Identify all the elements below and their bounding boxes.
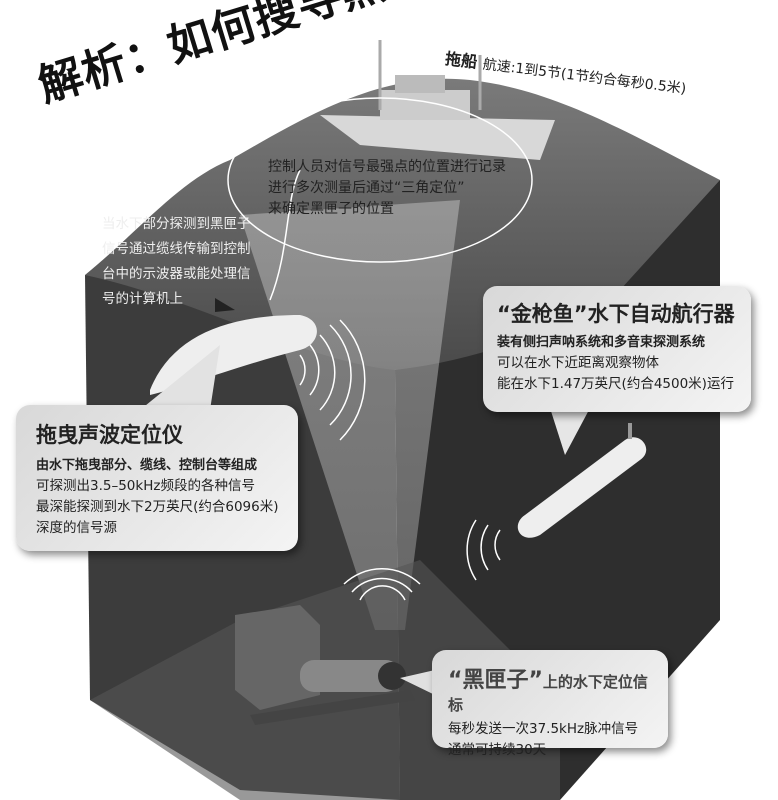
tugboat — [320, 40, 555, 160]
bluefin-callout: “金枪鱼”水下自动航行器 装有侧扫声呐系统和多音束探测系统 可以在水下近距离观察… — [483, 286, 751, 412]
triangulation-ellipse — [227, 97, 533, 263]
triangulation-note: 控制人员对信号最强点的位置进行记录 进行多次测量后通过“三角定位” 来确定黑匣子… — [268, 157, 506, 220]
blackbox-callout-tail — [400, 670, 435, 695]
ship-name: 拖船 — [444, 48, 479, 72]
note-line: 信号通过缆线传输到控制 — [102, 241, 251, 257]
tuna-callout-tail — [550, 408, 590, 455]
callout-title: 拖曳声波定位仪 — [36, 423, 183, 447]
note-line: 控制人员对信号最强点的位置进行记录 — [268, 159, 506, 175]
callout-line: 可以在水下近距离观察物体 — [497, 355, 659, 371]
callout-line: 每秒发送一次37.5kHz脉冲信号 — [448, 721, 639, 737]
callout-line: 深度的信号源 — [36, 520, 117, 536]
tow-cable — [269, 169, 301, 301]
note-line: 当水下部分探测到黑匣子 — [102, 216, 251, 232]
note-line: 进行多次测量后通过“三角定位” — [268, 180, 465, 196]
callout-title: “金枪鱼”水下自动航行器 — [497, 302, 735, 326]
note-line: 来确定黑匣子的位置 — [268, 201, 394, 217]
title-big: “黑匣子” — [448, 668, 543, 693]
callout-line: 能在水下1.47万英尺(约合4500米)运行 — [497, 376, 734, 392]
black-box-beacon — [235, 605, 415, 725]
callout-title: “黑匣子”上的水下定位信标 — [448, 662, 658, 715]
sonar-callout-tail — [140, 345, 220, 410]
towed-sonar-callout: 拖曳声波定位仪 由水下拖曳部分、缆线、控制台等组成 可探测出3.5–50kHz频… — [16, 405, 298, 551]
callout-subtitle: 装有侧扫声呐系统和多音束探测系统 — [497, 335, 706, 350]
callout-line: 可探测出3.5–50kHz频段的各种信号 — [36, 478, 255, 494]
black-box-callout: “黑匣子”上的水下定位信标 每秒发送一次37.5kHz脉冲信号 通常可持续30天 — [432, 650, 668, 758]
note-line: 号的计算机上 — [102, 291, 183, 307]
sonar-signal-waves — [299, 319, 501, 601]
sonar-beam — [240, 200, 460, 630]
callout-line: 通常可持续30天 — [448, 742, 547, 758]
bluefin-auv — [517, 423, 647, 538]
title-small: 上的水下定位信标 — [448, 673, 648, 714]
callout-line: 最深能探测到水下2万英尺(约合6096米) — [36, 499, 279, 515]
callout-subtitle: 由水下拖曳部分、缆线、控制台等组成 — [36, 458, 258, 473]
note-line: 台中的示波器或能处理信 — [102, 266, 251, 282]
underwater-note: 当水下部分探测到黑匣子 信号通过缆线传输到控制 台中的示波器或能处理信 号的计算… — [102, 212, 262, 312]
